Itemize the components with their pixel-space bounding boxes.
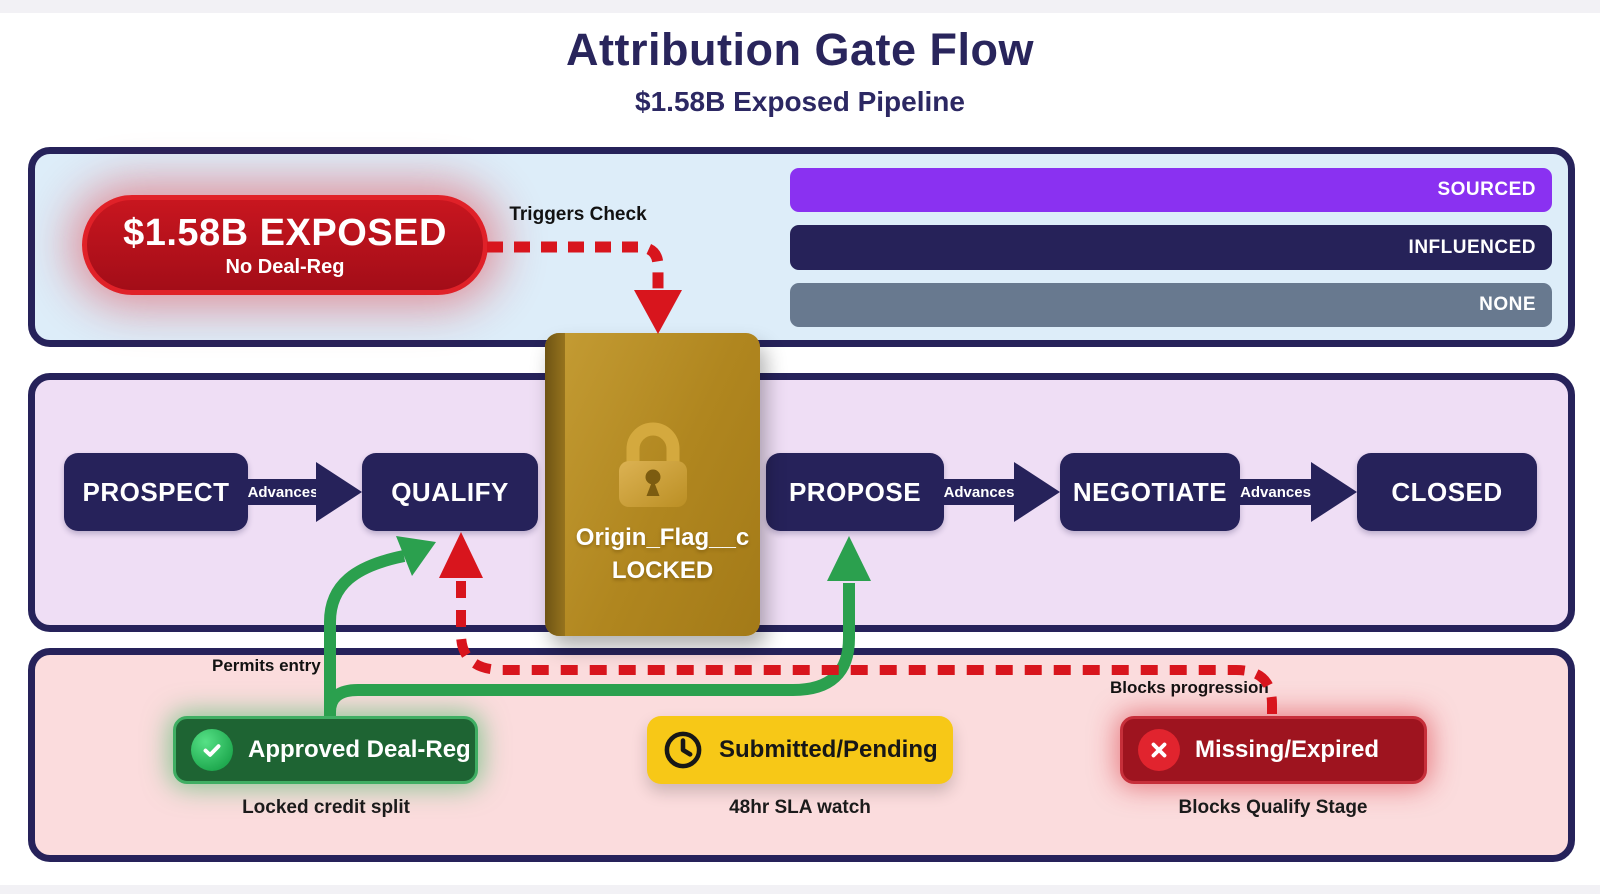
- stage-label: NEGOTIATE: [1072, 476, 1228, 507]
- top-edge-strip: [0, 0, 1600, 13]
- gate-status: LOCKED: [611, 557, 714, 584]
- attribution-bar-influenced: INFLUENCED: [790, 225, 1552, 270]
- bar-label: NONE: [1479, 294, 1536, 315]
- status-description-approved: Locked credit split: [242, 797, 410, 818]
- stage-label: CLOSED: [1391, 476, 1503, 507]
- advances-label: Advances: [247, 483, 319, 501]
- attribution-bar-sourced: SOURCED: [790, 168, 1552, 212]
- status-label: Submitted/Pending: [719, 736, 938, 763]
- stage-label: PROSPECT: [82, 476, 230, 507]
- advances-label: Advances: [943, 483, 1015, 501]
- exposed-pipeline-pill: $1.58B EXPOSED No Deal-Reg: [82, 195, 488, 295]
- gate-text: Origin_Flag__c LOCKED: [565, 521, 760, 587]
- arrow-right-icon: [1311, 462, 1357, 522]
- arrow-right-icon: [316, 462, 362, 522]
- status-approved-deal-reg: Approved Deal-Reg: [173, 716, 478, 784]
- exposed-amount: $1.58B EXPOSED: [123, 211, 447, 254]
- stage-qualify: QUALIFY: [362, 453, 538, 531]
- page-title: Attribution Gate Flow: [566, 24, 1034, 75]
- stage-label: QUALIFY: [391, 476, 509, 507]
- check-icon: [191, 729, 233, 771]
- origin-flag-gate: Origin_Flag__c LOCKED: [545, 333, 760, 636]
- stage-propose: PROPOSE: [766, 453, 944, 531]
- arrow-right-icon: [1014, 462, 1060, 522]
- page-subtitle: $1.58B Exposed Pipeline: [635, 86, 965, 117]
- stage-negotiate: NEGOTIATE: [1060, 453, 1240, 531]
- status-label: Approved Deal-Reg: [248, 736, 471, 763]
- lock-icon: [618, 422, 687, 507]
- advance-arrow-1: Advances: [248, 462, 362, 522]
- stage-prospect: PROSPECT: [64, 453, 248, 531]
- clock-icon: [662, 729, 704, 771]
- advances-label: Advances: [1240, 483, 1311, 501]
- permits-entry-label: Permits entry: [212, 656, 321, 675]
- stage-label: PROPOSE: [788, 476, 922, 507]
- stage-closed: CLOSED: [1357, 453, 1537, 531]
- bar-label: INFLUENCED: [1408, 236, 1536, 258]
- arrow-shaft: Advances: [944, 479, 1014, 505]
- exposed-subline: No Deal-Reg: [225, 255, 345, 278]
- gate-field-name: Origin_Flag__c: [575, 524, 750, 551]
- status-missing-expired: Missing/Expired: [1120, 716, 1427, 784]
- arrow-shaft: Advances: [1240, 479, 1311, 505]
- status-description-submitted: 48hr SLA watch: [729, 797, 871, 818]
- advance-arrow-3: Advances: [1240, 462, 1357, 522]
- status-description-missing: Blocks Qualify Stage: [1178, 797, 1368, 818]
- status-submitted-pending: Submitted/Pending: [647, 716, 953, 784]
- advance-arrow-2: Advances: [944, 462, 1060, 522]
- status-label: Missing/Expired: [1195, 736, 1380, 763]
- x-icon: [1138, 729, 1180, 771]
- bottom-edge-strip: [0, 885, 1600, 894]
- triggers-check-label: Triggers Check: [509, 204, 647, 225]
- bar-label: SOURCED: [1437, 179, 1536, 200]
- attribution-bar-none: NONE: [790, 283, 1552, 327]
- arrow-shaft: Advances: [248, 479, 318, 505]
- blocks-progression-label: Blocks progression: [1110, 678, 1269, 697]
